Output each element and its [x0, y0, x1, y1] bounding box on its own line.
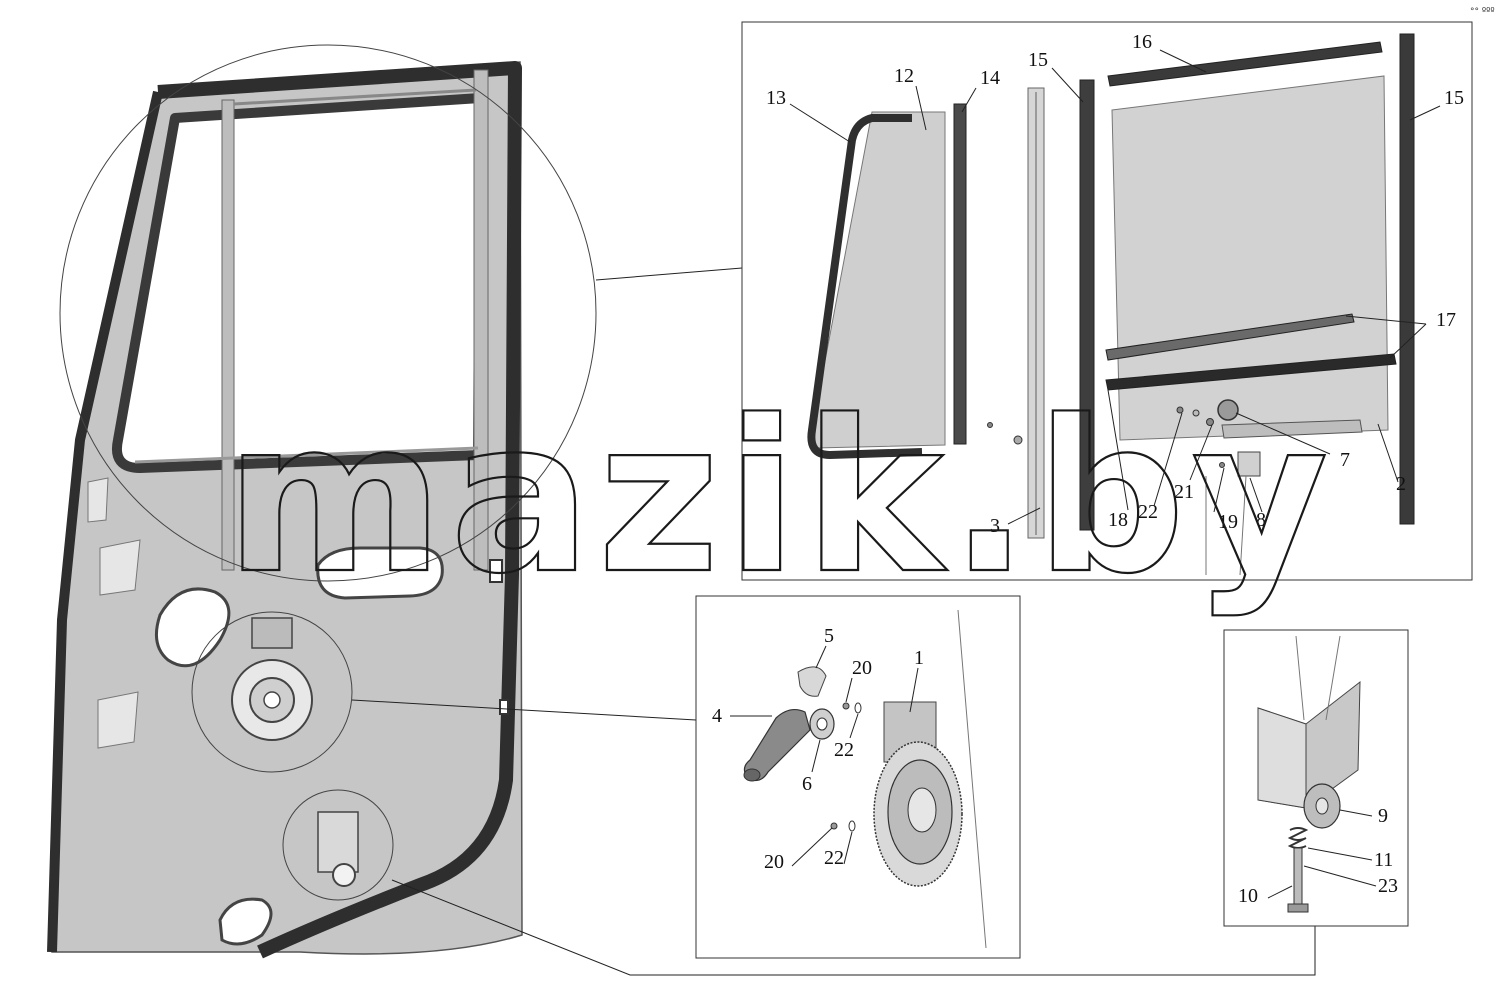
callout-22-upper: 22 [834, 739, 854, 761]
tensioner-bolt-10 [1293, 847, 1303, 909]
zoom-circle-regulator [191, 611, 353, 773]
top-seal-16 [1107, 41, 1383, 87]
glass-lower-bracket [1221, 419, 1363, 439]
tensioner-box-frame [1223, 629, 1409, 927]
regulator-box-frame [695, 595, 1021, 959]
callout-1: 1 [914, 647, 924, 669]
regulator-leader-lines [730, 645, 919, 867]
callout-10: 10 [1238, 885, 1258, 907]
glass-clamp-7 [1217, 399, 1239, 421]
tensioner-leader-lines [1267, 809, 1377, 899]
door-bracket-triangle-2 [97, 691, 139, 749]
glass-clamp-8 [1237, 451, 1261, 477]
tensioner-bracket-in-door [317, 811, 359, 873]
door-opening-oval-2 [316, 546, 444, 600]
zoom-circle-tensioner [282, 789, 394, 901]
callout-6: 6 [802, 773, 812, 795]
door-front-edge [47, 90, 163, 953]
window-crank-handle [743, 708, 811, 782]
leader-window-box [595, 267, 743, 281]
callout-13: 13 [766, 87, 786, 109]
callout-14: 14 [980, 67, 1000, 89]
crank-cover-5 [797, 666, 827, 697]
vent-glass-seal [807, 114, 923, 459]
callout-11: 11 [1374, 849, 1393, 871]
door-lock-slot-1 [489, 559, 503, 583]
callout-22-window: 22 [1138, 501, 1158, 523]
seal-strip-15-right [1399, 33, 1415, 525]
door-lock-slot-2 [499, 699, 509, 715]
window-box-frame [741, 21, 1473, 581]
door-bracket-triangle-3 [87, 477, 109, 523]
tensioner-exploded-view: 9 11 10 23 [1223, 629, 1409, 927]
callout-2: 2 [1396, 473, 1406, 495]
callout-16: 16 [1132, 31, 1152, 53]
callout-23: 23 [1378, 875, 1398, 897]
seal-strip-15-left [1079, 79, 1095, 531]
callout-4: 4 [712, 705, 722, 727]
callout-22-lower: 22 [824, 847, 844, 869]
door-outer-seal [157, 61, 522, 959]
callout-20-upper: 20 [852, 657, 872, 679]
window-opening [112, 93, 485, 473]
corner-mark: °° ººº [1470, 7, 1495, 17]
window-guide-rail-right [473, 69, 489, 571]
seal-strip-14 [953, 103, 967, 445]
callout-18: 18 [1108, 509, 1128, 531]
window-guide-rail-left [221, 99, 235, 571]
callout-8: 8 [1256, 509, 1266, 531]
belt-seal-17-upper [1105, 313, 1355, 361]
callout-12: 12 [894, 65, 914, 87]
leader-regulator-box [351, 699, 697, 721]
callout-17: 17 [1436, 309, 1456, 331]
door-bracket-triangle-1 [99, 539, 141, 596]
window-bottom-seal [134, 446, 479, 464]
tensioner-spring-11 [1287, 827, 1309, 849]
callout-9: 9 [1378, 805, 1388, 827]
callout-21: 21 [1174, 481, 1194, 503]
window-top-channel [233, 88, 477, 106]
callout-7: 7 [1340, 449, 1350, 471]
zoom-circle-window [59, 44, 597, 582]
callout-5: 5 [824, 625, 834, 647]
door-main-view [47, 44, 1316, 976]
callout-15-left: 15 [1028, 49, 1048, 71]
leader-tensioner-box [391, 879, 1316, 976]
callout-19: 19 [1218, 511, 1238, 533]
tensioner-pulley-in-door [332, 863, 356, 887]
regulator-bracket-in-door [251, 617, 293, 649]
belt-seal-17-lower [1105, 353, 1397, 391]
watermark-text: mazik.by [225, 375, 1334, 620]
window-exploded-view: 13 12 14 15 16 15 17 7 2 3 18 22 21 19 8 [741, 21, 1473, 581]
door-opening-bottom [218, 897, 273, 946]
callout-20-lower: 20 [764, 851, 784, 873]
regulator-exploded-view: 5 20 1 4 22 6 20 22 [695, 595, 1021, 959]
callout-3: 3 [990, 515, 1000, 537]
door-opening-oval-1 [154, 587, 231, 668]
callout-15-right: 15 [1444, 87, 1464, 109]
window-leader-lines [789, 49, 1441, 525]
